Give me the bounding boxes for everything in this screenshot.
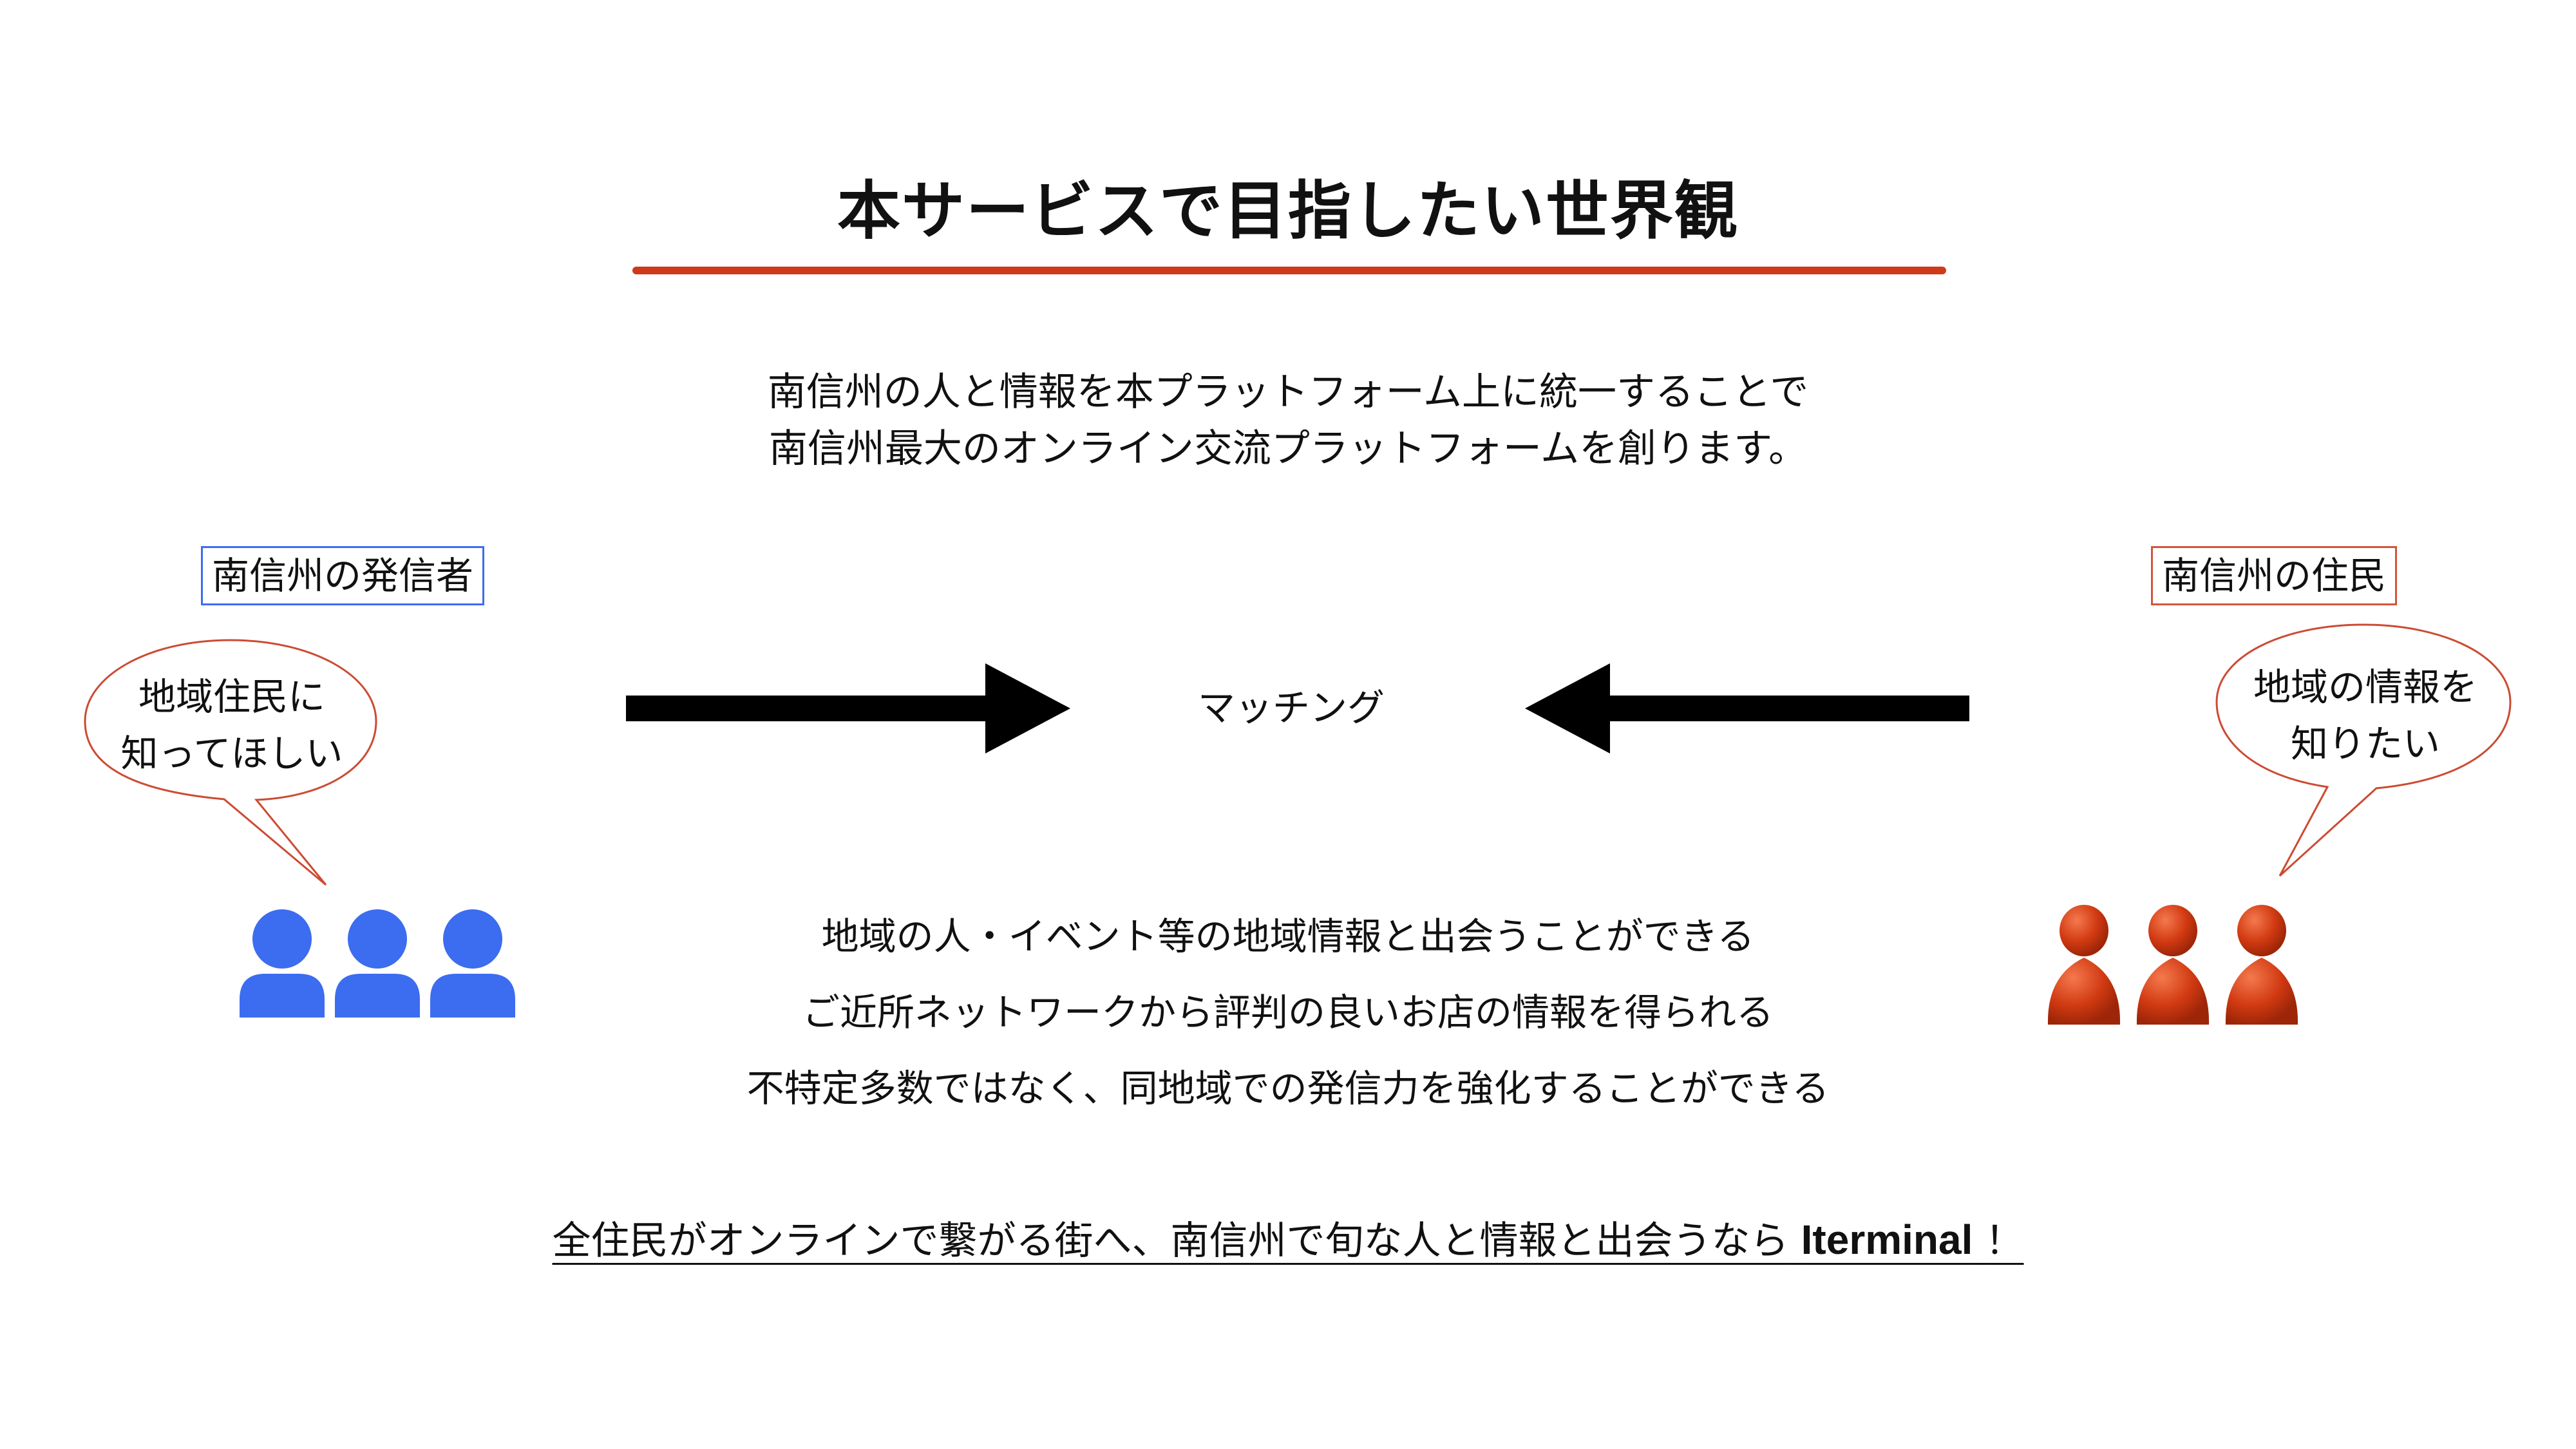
bubble-line: 地域の情報を (2253, 665, 2477, 709)
person-icon (2047, 905, 2121, 1025)
sender-people-icon (240, 909, 515, 1018)
left-arrow-icon (1525, 663, 1969, 753)
bubble-line: 知りたい (2290, 722, 2440, 766)
person-icon (430, 909, 515, 1018)
intro-line: 南信州最大のオンライン交流プラットフォームを創ります。 (768, 426, 1808, 471)
tagline-text: 全住民がオンラインで繋がる街へ、南信州で旬な人と情報と出会うなら Itermin… (552, 1217, 2024, 1264)
benefit-item: 地域の人・イベント等の地域情報と出会うことができる (821, 914, 1755, 958)
bubble-line: 地域住民に (138, 675, 325, 719)
sender-label: 南信州の発信者 (201, 546, 485, 605)
title-underline (632, 267, 1946, 274)
resident-label: 南信州の住民 (2151, 546, 2398, 605)
brand-name: Iterminal (1801, 1217, 1973, 1263)
sender-bubble-text: 地域住民に 知ってほしい (90, 668, 374, 782)
tagline-end: ！ (1985, 1218, 2024, 1264)
matching-label: マッチング (1198, 686, 1385, 730)
person-icon (2136, 905, 2210, 1025)
benefit-item: ご近所ネットワークから評判の良いお店の情報を得られる (802, 990, 1774, 1034)
resident-speech-bubble (2215, 623, 2512, 877)
resident-people-icon (2047, 905, 2298, 1025)
person-icon (335, 909, 420, 1018)
tagline: 全住民がオンラインで繋がる街へ、南信州で旬な人と情報と出会うなら Itermin… (0, 1209, 2576, 1265)
intro-text: 南信州の人と情報を本プラットフォーム上に統一することで 南信州最大のオンライン交… (0, 364, 2576, 477)
intro-line: 南信州の人と情報を本プラットフォーム上に統一することで (767, 370, 1809, 415)
benefit-item: 不特定多数ではなく、同地域での発信力を強化することができる (746, 1066, 1830, 1110)
resident-bubble-text: 地域の情報を 知りたい (2217, 659, 2514, 772)
slide-title: 本サービスで目指したい世界観 (837, 175, 1739, 248)
tagline-main: 全住民がオンラインで繋がる街へ、南信州で旬な人と情報と出会うなら (552, 1218, 1789, 1264)
benefits-list: 地域の人・イベント等の地域情報と出会うことができる ご近所ネットワークから評判の… (0, 898, 2576, 1126)
person-icon (2225, 905, 2298, 1025)
bubble-line: 知ってほしい (120, 732, 343, 775)
right-arrow-icon (626, 663, 1070, 753)
person-icon (240, 909, 325, 1018)
sender-speech-bubble (84, 639, 377, 886)
